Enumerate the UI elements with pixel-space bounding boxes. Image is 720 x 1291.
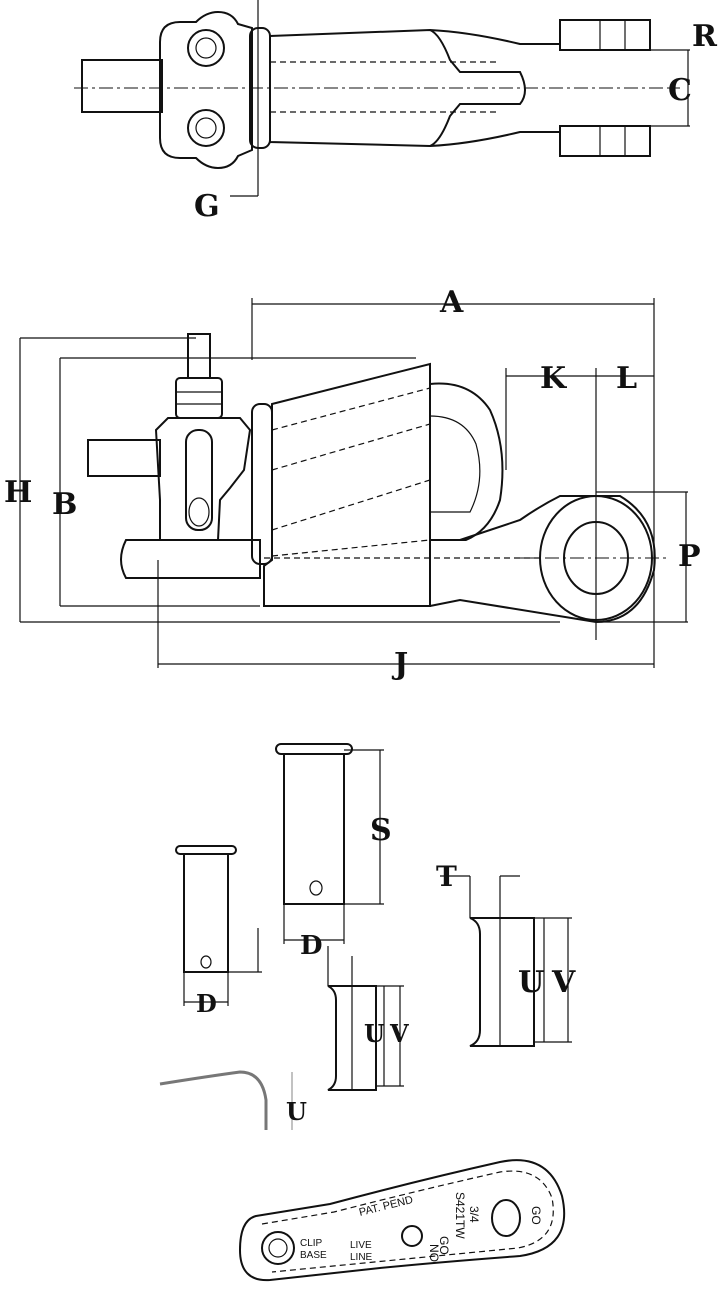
side-body bbox=[263, 362, 431, 607]
dim-label-L: L bbox=[616, 361, 637, 396]
top-clip-body bbox=[159, 10, 253, 170]
small-pin-shank bbox=[183, 853, 229, 973]
gauge-tool: CLIP BASE LIVE LINE PAT. PEND NO GO 3/4 … bbox=[238, 1159, 566, 1282]
gauge-text-clip: CLIP bbox=[300, 1238, 323, 1249]
dim-label-D-small: D bbox=[196, 989, 217, 1018]
gauge-text-pat-pend: PAT. PEND bbox=[358, 1194, 415, 1219]
large-spacer bbox=[469, 917, 535, 1047]
pins: S D D bbox=[175, 743, 392, 1018]
cotter-key: U bbox=[159, 1070, 307, 1130]
small-pin-head bbox=[175, 845, 237, 855]
side-bolt-stud bbox=[187, 333, 211, 379]
side-conductor-stub bbox=[87, 439, 161, 477]
dim-label-G: G bbox=[194, 189, 220, 224]
top-prong-upper bbox=[429, 19, 651, 51]
dim-label-A: A bbox=[439, 285, 464, 320]
large-pin-shank bbox=[283, 753, 345, 905]
gauge-hole-go bbox=[491, 1199, 521, 1237]
top-nut-lower bbox=[187, 109, 225, 147]
gauge-text-no: NO bbox=[427, 1244, 441, 1262]
dim-label-U-large: U bbox=[518, 965, 544, 1000]
gauge-hole-clip bbox=[261, 1231, 295, 1265]
side-hook bbox=[429, 382, 504, 541]
side-view: A K L H B P J bbox=[4, 285, 701, 682]
top-prong-lower bbox=[429, 125, 651, 157]
side-clip-casting bbox=[154, 417, 252, 541]
top-body bbox=[269, 28, 526, 148]
gauge-outline bbox=[238, 1159, 566, 1282]
spacers: U V T U V bbox=[327, 860, 576, 1091]
side-bolt-nut bbox=[175, 377, 223, 419]
dim-label-V-large: V bbox=[551, 965, 576, 1000]
top-stud bbox=[81, 59, 163, 113]
gauge-text-live: LIVE bbox=[350, 1240, 372, 1251]
dim-label-T: T bbox=[436, 860, 457, 893]
dim-label-V-small: V bbox=[389, 1019, 409, 1048]
gauge-text-model: S421TW bbox=[453, 1192, 467, 1239]
dim-label-H: H bbox=[4, 475, 32, 510]
large-pin-head bbox=[275, 743, 353, 755]
dim-label-J: J bbox=[391, 647, 408, 682]
side-tongue bbox=[429, 495, 656, 624]
dim-label-K: K bbox=[540, 361, 567, 396]
side-conductor-lower bbox=[120, 539, 261, 579]
dim-label-D-large: D bbox=[300, 931, 323, 961]
dim-label-C: C bbox=[668, 73, 692, 108]
top-view: R C G bbox=[74, 0, 718, 224]
dim-label-S: S bbox=[370, 813, 392, 848]
gauge-text-fraction: 3/4 bbox=[467, 1206, 481, 1223]
dim-label-U-cotter: U bbox=[286, 1097, 307, 1126]
side-u-bolt bbox=[185, 429, 213, 531]
gauge-text-go: GO bbox=[529, 1206, 543, 1225]
small-spacer bbox=[327, 985, 377, 1091]
dim-label-B: B bbox=[52, 487, 77, 522]
gauge-text-line: LINE bbox=[350, 1252, 373, 1263]
cotter-wire bbox=[159, 1070, 268, 1130]
dim-label-P: P bbox=[678, 539, 701, 574]
dim-label-R: R bbox=[692, 19, 718, 54]
dim-label-U-small: U bbox=[364, 1019, 385, 1048]
top-nut-upper bbox=[187, 29, 225, 67]
gauge-hole-nogo bbox=[401, 1225, 423, 1247]
gauge-text-go-low: GO bbox=[437, 1236, 451, 1255]
gauge-text-base: BASE bbox=[300, 1250, 327, 1261]
